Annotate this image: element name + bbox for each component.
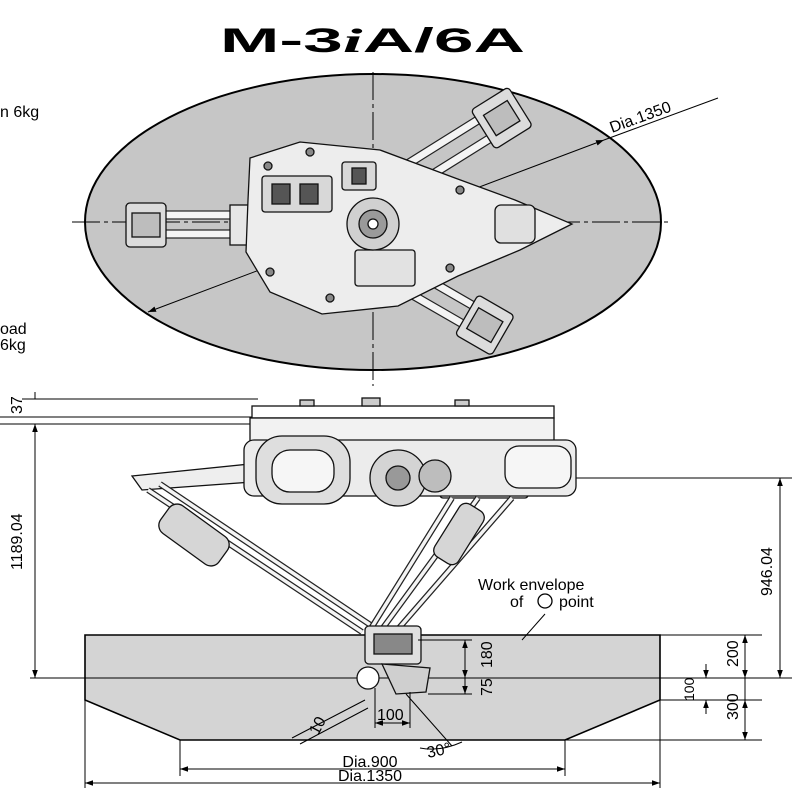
cut-label-top: n 6kg xyxy=(0,104,39,121)
top-view: Dia.1350 xyxy=(72,72,719,386)
top-connector xyxy=(271,183,291,205)
work-envelope-of: of xyxy=(510,594,524,611)
side-top-fitting xyxy=(361,397,381,407)
top-connector xyxy=(351,167,367,185)
dim-dia900-label: Dia.900 xyxy=(342,754,397,771)
dim-10-label: 10 xyxy=(307,714,330,738)
dim-200-label: 200 xyxy=(725,640,742,667)
side-right-motor-hub xyxy=(385,465,411,491)
arm-joint xyxy=(465,306,504,344)
side-left-arm-cylinder xyxy=(158,503,230,567)
bolt xyxy=(325,293,335,303)
side-view: 37 1189.04 946.04 xyxy=(0,392,792,788)
dim-100-bottom-label: 100 xyxy=(377,707,404,724)
cut-label-mid-2: 6kg xyxy=(0,337,26,354)
dim-1189-label: 1189.04 xyxy=(9,513,26,570)
side-tcp-point xyxy=(356,666,380,690)
side-end-effector-joint xyxy=(373,633,413,655)
top-center-shaft xyxy=(367,218,379,230)
dim-300-label: 300 xyxy=(725,693,742,720)
dim-946-label: 946.04 xyxy=(759,547,776,596)
arm-joint xyxy=(131,212,161,238)
bolt xyxy=(445,263,455,273)
title-suffix: A/6A xyxy=(363,22,525,60)
side-right-rod-1-fill xyxy=(368,497,454,631)
dim-75-label: 75 xyxy=(479,678,496,696)
side-right-arm-cylinder xyxy=(433,502,485,566)
cut-label-mid-1: oad xyxy=(0,321,27,338)
side-top-plate xyxy=(251,405,555,419)
dim-10-leader-1 xyxy=(291,699,366,739)
work-envelope-leader xyxy=(521,613,546,641)
side-top-fitting xyxy=(299,399,315,407)
top-left-arm xyxy=(125,202,253,248)
top-diameter-leader xyxy=(603,97,719,141)
dim-30deg-arc xyxy=(419,741,463,750)
dim-180-label: 180 xyxy=(479,641,496,668)
side-right-cover xyxy=(504,445,572,489)
title-italic-i: i xyxy=(343,23,364,60)
side-reducer xyxy=(418,459,452,493)
dim-30deg-line xyxy=(405,693,453,747)
side-left-motor-cap xyxy=(271,449,335,493)
top-connector xyxy=(299,183,319,205)
dim-dia1350-label: Dia.1350 xyxy=(338,768,402,785)
tcp-circle-symbol xyxy=(537,593,553,609)
bolt xyxy=(265,267,275,277)
top-cover-plate xyxy=(354,249,416,287)
dim-100-right-label: 100 xyxy=(681,677,697,701)
side-left-upper-arm xyxy=(130,463,253,491)
dim-37-label: 37 xyxy=(9,396,26,414)
bolt xyxy=(455,185,465,195)
side-wrist xyxy=(380,663,431,695)
dim-30deg-label: 30° xyxy=(425,740,452,762)
side-left-rod-inner-fill xyxy=(159,482,373,628)
bolt xyxy=(305,147,315,157)
dim-10-leader-2 xyxy=(299,707,369,745)
work-envelope-label: Work envelope xyxy=(478,577,585,594)
arm-joint xyxy=(482,99,521,137)
title-prefix: M-3 xyxy=(220,22,343,60)
work-envelope-point: point xyxy=(559,594,594,611)
side-right-rod-3-fill xyxy=(390,496,514,638)
top-side-housing xyxy=(494,204,536,244)
top-diameter-label: Dia.1350 xyxy=(608,99,674,137)
side-top-fitting xyxy=(454,399,470,407)
bolt xyxy=(263,161,273,171)
